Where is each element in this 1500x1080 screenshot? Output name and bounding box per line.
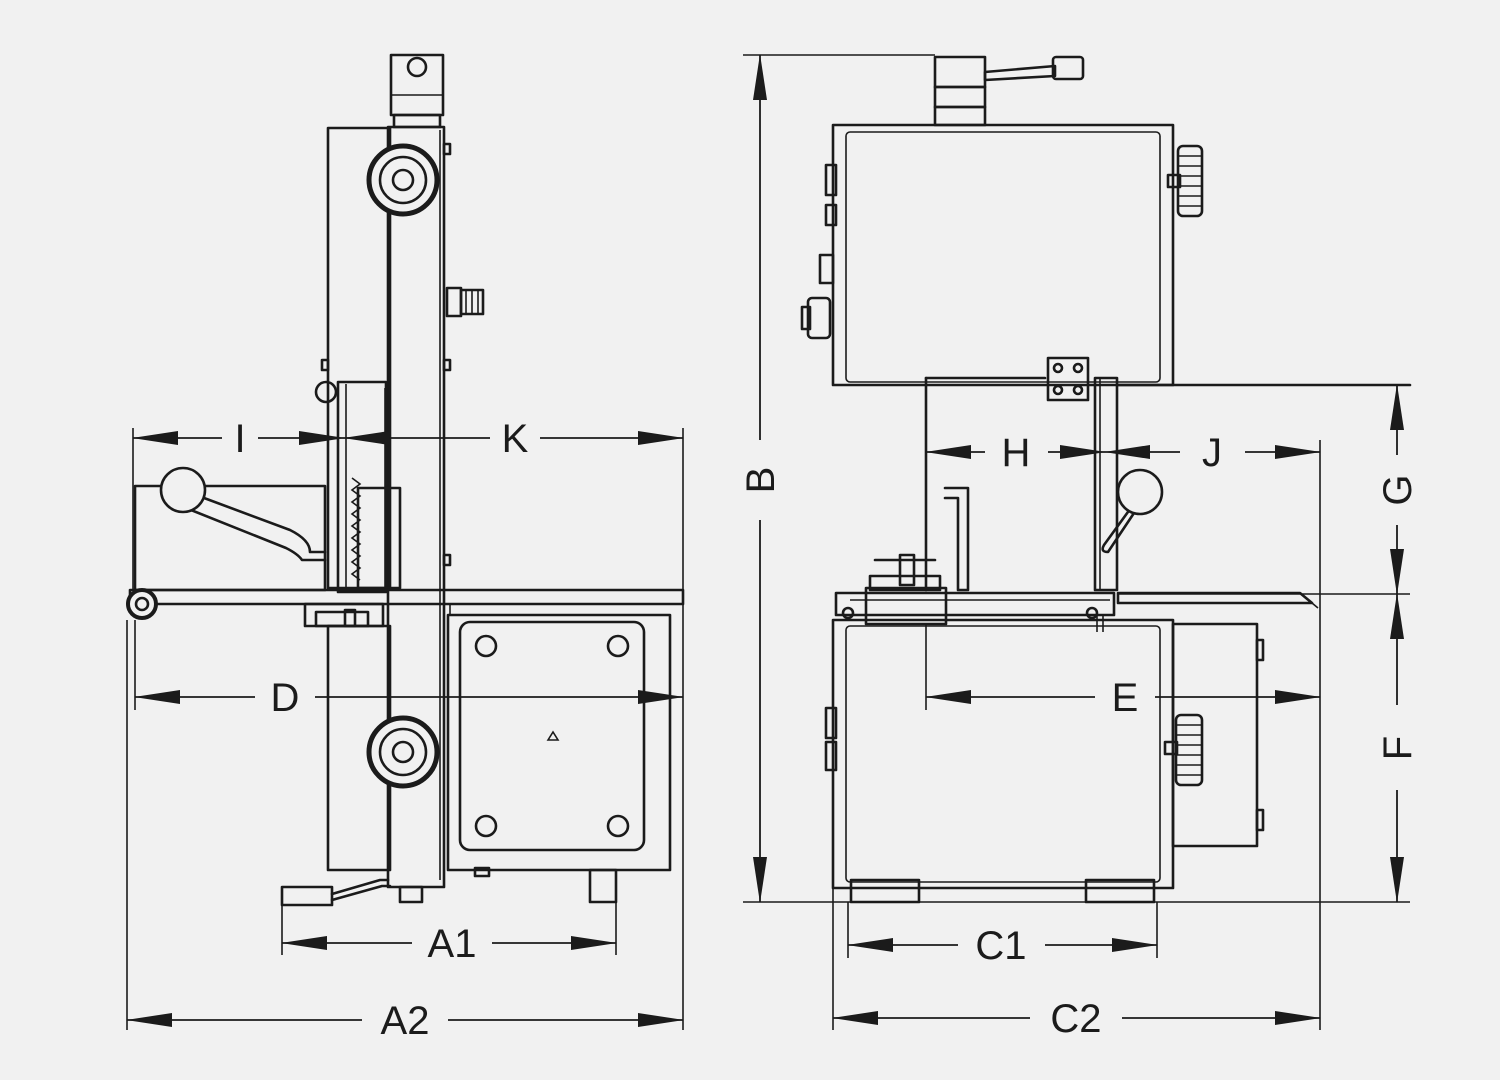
label-c1: C1 — [975, 924, 1026, 968]
label-f: F — [1376, 736, 1420, 760]
side-view — [126, 53, 685, 907]
label-b: B — [739, 467, 783, 494]
blade-guide-lever — [1101, 468, 1164, 554]
label-j: J — [1202, 431, 1222, 475]
top-guide-handle — [933, 55, 1085, 127]
front-foot-right — [1084, 878, 1156, 904]
upper-wheel-icon — [366, 143, 440, 217]
motor-box — [446, 613, 672, 872]
top-guide-post — [389, 53, 445, 129]
label-a1: A1 — [428, 922, 477, 966]
fence-bracket — [943, 486, 970, 592]
label-h: H — [1002, 431, 1031, 475]
upper-cabinet — [800, 123, 1175, 387]
tension-knob-icon — [445, 286, 485, 318]
clamp-t-handle — [868, 553, 942, 592]
side-feet — [280, 866, 618, 907]
label-c2: C2 — [1050, 997, 1101, 1041]
blade-guard — [314, 380, 402, 594]
extension-lines — [126, 54, 1410, 1030]
dimension-lines — [126, 54, 1404, 1027]
front-table — [834, 586, 1319, 632]
label-a2: A2 — [381, 999, 430, 1043]
lower-wheel-icon — [366, 715, 440, 789]
front-foot-left — [849, 878, 921, 904]
upper-adjust-knob-icon — [1166, 144, 1204, 218]
label-e: E — [1112, 676, 1139, 720]
lower-cabinet — [824, 618, 1265, 890]
front-view — [800, 55, 1412, 904]
label-g: G — [1376, 474, 1420, 505]
label-k: K — [502, 417, 529, 461]
pusher-arm — [133, 466, 327, 592]
label-d: D — [271, 676, 300, 720]
label-i: I — [234, 417, 245, 461]
lower-adjust-knob-icon — [1163, 713, 1204, 787]
side-table — [126, 588, 685, 628]
cutting-throat — [924, 356, 1412, 592]
